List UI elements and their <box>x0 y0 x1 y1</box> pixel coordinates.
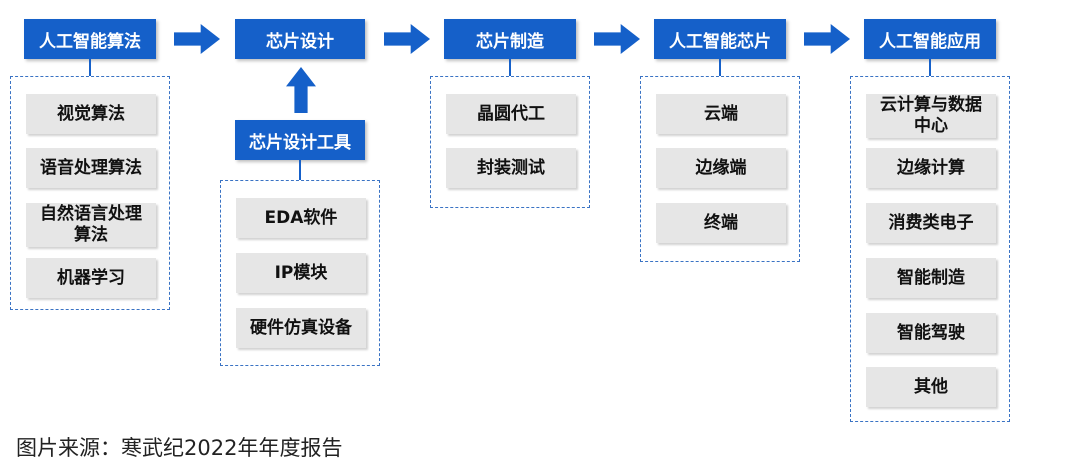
arrow-right-icon <box>384 24 430 54</box>
item-visual-algorithm: 视觉算法 <box>26 94 156 134</box>
stage-header-chip-manufacturing: 芯片制造 <box>444 19 576 59</box>
stage-header-ai-chips: 人工智能芯片 <box>654 19 786 59</box>
item-cloud-computing-label: 云计算与数据 中心 <box>880 95 982 136</box>
item-hardware-emulation: 硬件仿真设备 <box>236 308 366 348</box>
arrow-up-icon <box>286 67 316 113</box>
stage-header-ai-applications: 人工智能应用 <box>864 19 996 59</box>
item-smart-manufacturing: 智能制造 <box>866 258 996 298</box>
item-wafer-foundry: 晶圆代工 <box>446 94 576 134</box>
item-nlp-label: 自然语言处理 算法 <box>40 204 142 245</box>
item-cloud: 云端 <box>656 94 786 134</box>
item-nlp-algorithm: 自然语言处理 算法 <box>26 203 156 247</box>
connector-line <box>89 59 91 76</box>
connector-line <box>929 59 931 76</box>
arrow-right-icon <box>594 24 640 54</box>
item-edge: 边缘端 <box>656 148 786 188</box>
item-machine-learning: 机器学习 <box>26 258 156 298</box>
connector-line <box>299 160 301 180</box>
item-terminal: 终端 <box>656 203 786 243</box>
item-smart-driving: 智能驾驶 <box>866 313 996 353</box>
item-speech-algorithm: 语音处理算法 <box>26 148 156 188</box>
item-packaging-testing: 封装测试 <box>446 148 576 188</box>
item-ip-module: IP模块 <box>236 253 366 293</box>
item-consumer-electronics: 消费类电子 <box>866 203 996 243</box>
item-cloud-computing-datacenter: 云计算与数据 中心 <box>866 94 996 138</box>
item-others: 其他 <box>866 367 996 407</box>
stage-header-ai-algorithms: 人工智能算法 <box>24 19 156 59</box>
arrow-right-icon <box>804 24 850 54</box>
item-eda-software: EDA软件 <box>236 198 366 238</box>
chip-design-tool-header: 芯片设计工具 <box>235 120 365 160</box>
item-edge-computing: 边缘计算 <box>866 148 996 188</box>
connector-line <box>509 59 511 76</box>
stage-header-chip-design: 芯片设计 <box>235 19 365 59</box>
arrow-right-icon <box>174 24 220 54</box>
source-caption: 图片来源：寒武纪2022年年度报告 <box>16 436 343 460</box>
connector-line <box>719 59 721 76</box>
